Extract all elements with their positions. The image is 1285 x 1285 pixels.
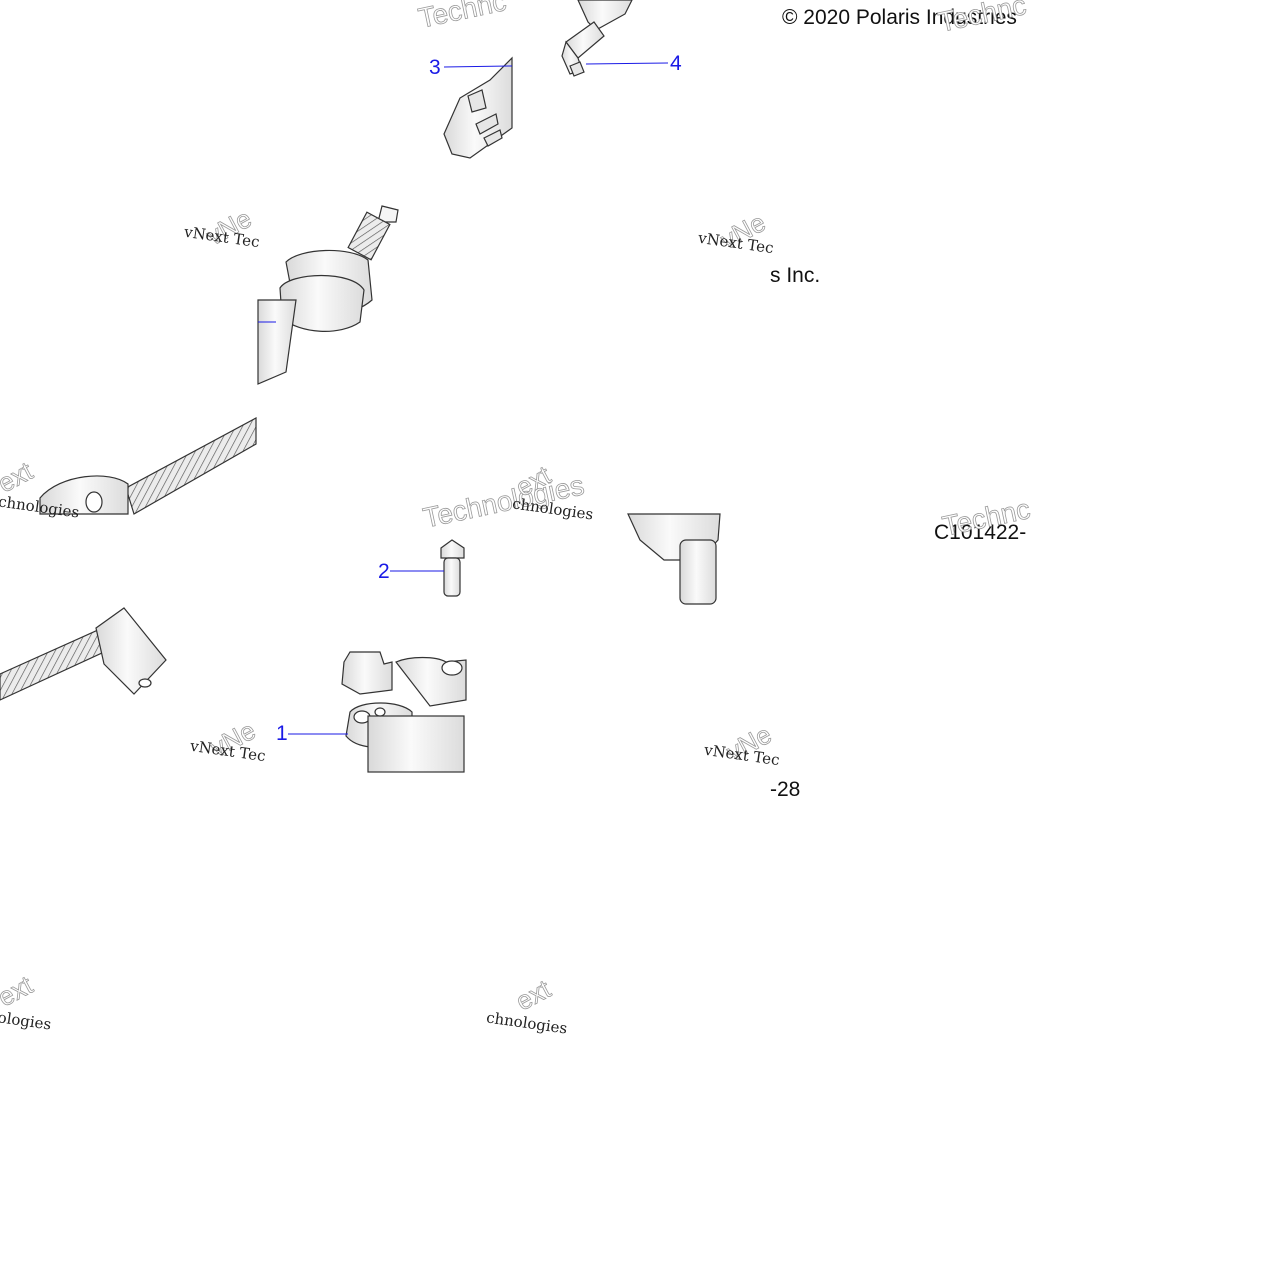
spark-plug-wire	[0, 416, 257, 701]
ignition-coil-body	[627, 513, 721, 605]
callout-2: 2	[378, 560, 390, 583]
figure-code: C101422-	[934, 521, 1027, 544]
figure-code-fragment: -28	[770, 778, 801, 801]
spark-plug	[257, 205, 399, 385]
bolt	[390, 539, 465, 597]
coil-boot-fragment	[443, 56, 513, 159]
copyright-notice: © 2020 Polaris Industries	[782, 6, 1017, 29]
ignition-coil	[288, 651, 467, 773]
callout-4: 4	[670, 52, 682, 75]
spark-plug-top	[561, 0, 633, 77]
copyright-fragment: s Inc.	[770, 264, 821, 287]
callout-3: 3	[429, 56, 441, 79]
callout-1: 1	[276, 722, 288, 745]
